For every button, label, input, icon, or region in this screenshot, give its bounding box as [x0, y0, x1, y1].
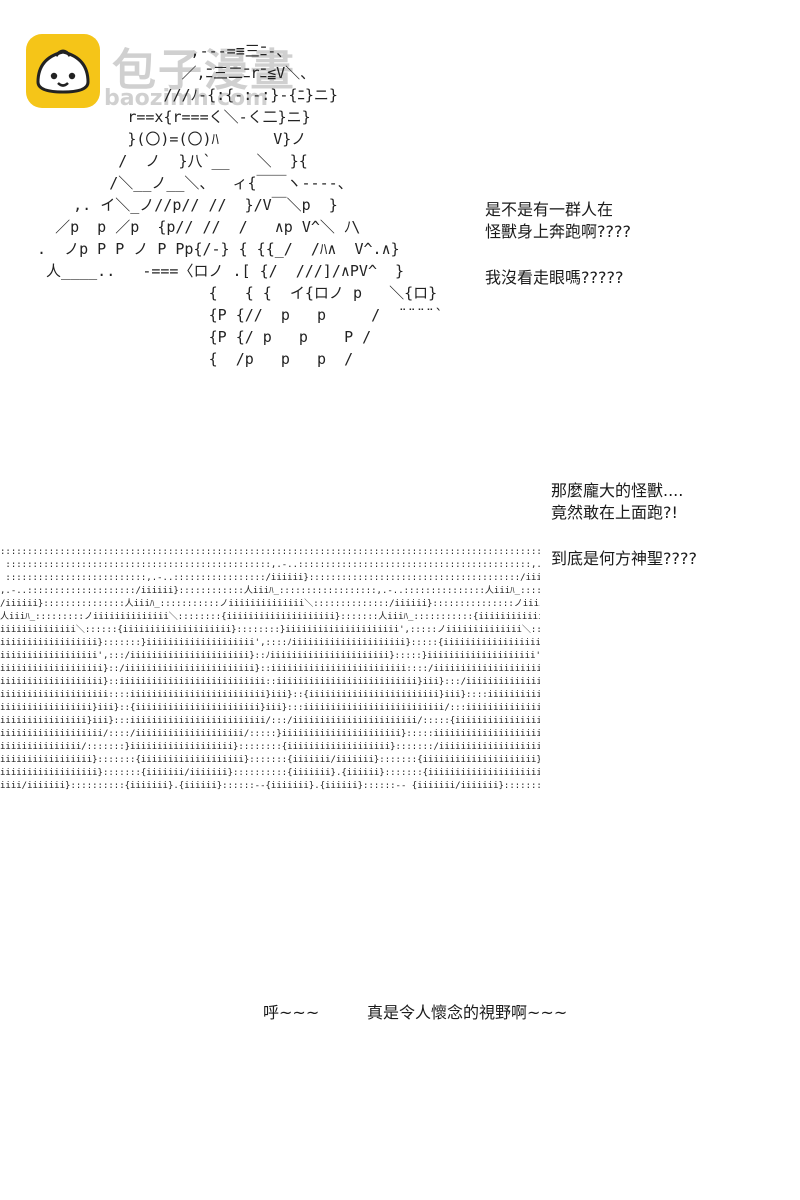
dialogue-line: 那麼龐大的怪獸.... — [551, 481, 684, 500]
dialogue-nostalgic-view: 真是令人懷念的視野啊~~~ — [367, 1003, 568, 1022]
dialogue-line: 我沒看走眼嗎????? — [485, 268, 624, 287]
dialogue-line: 竟然敢在上面跑?! — [551, 503, 678, 522]
dialogue-sigh: 呼~~~ — [263, 1003, 320, 1022]
watermark-title: 包子漫畫 — [112, 45, 296, 96]
dialogue-line: 怪獸身上奔跑啊???? — [485, 222, 631, 241]
ascii-art-monster-crowd: ::::::::::::::::::::::::::::::::::::::::… — [0, 547, 540, 791]
ascii-art-character: ,‐-‐=≡三ﾆ-、 ／,ﾆ三二ﾆrﾆ≦V＼、 ///ﾉ-{:{-:-:}-{ﾆ… — [37, 42, 444, 368]
steamed-bun-logo-icon — [26, 34, 100, 108]
watermark-domain: baozimh.com — [104, 86, 269, 111]
dialogue-line: 到底是何方神聖???? — [551, 549, 697, 568]
dialogue-line: 是不是有一群人在 — [485, 200, 614, 219]
